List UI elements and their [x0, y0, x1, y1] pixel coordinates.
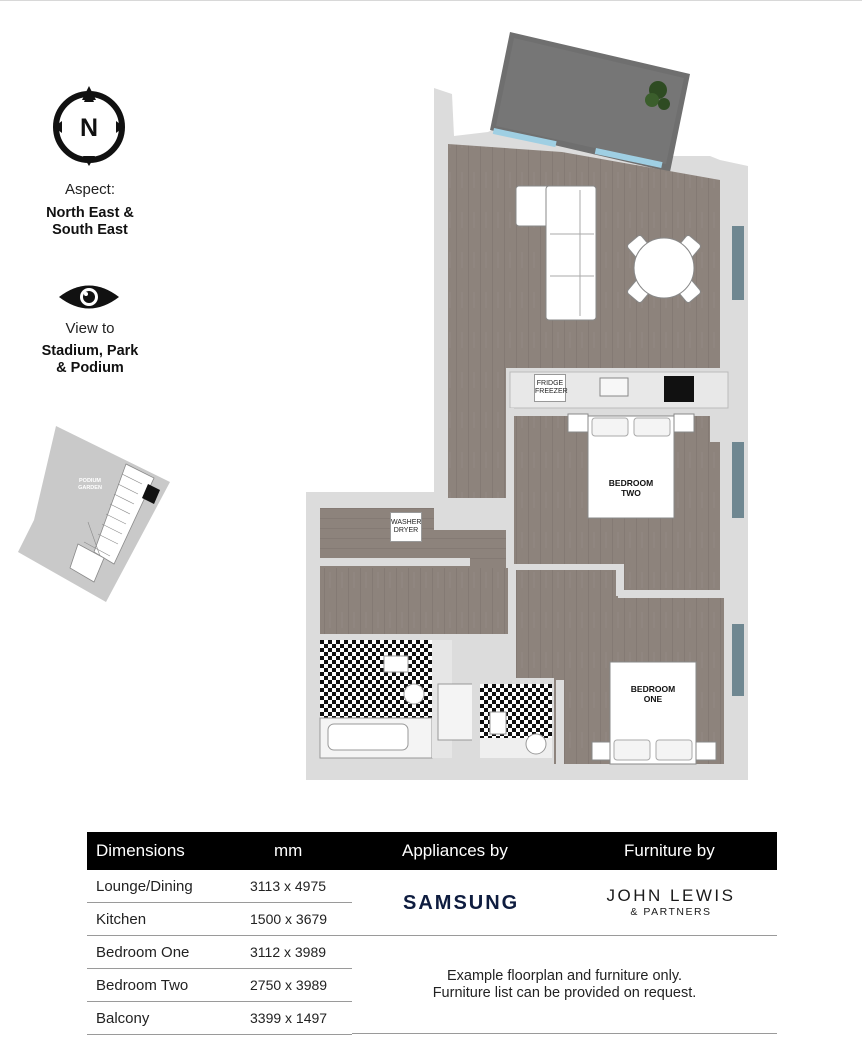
compass-letter: N — [80, 114, 98, 142]
aspect-label: Aspect: — [64, 181, 116, 198]
bed-two-icon — [567, 413, 695, 519]
key-plan-map: PODIUM GARDEN — [18, 426, 170, 602]
basin-icon — [403, 683, 425, 705]
furniture-note: Example floorplan and furniture only. Fu… — [432, 968, 697, 1001]
fridge-freezer-label: FRIDGE FREEZER — [534, 374, 568, 402]
north-compass-icon: N — [53, 86, 125, 166]
keyplan-label-2: GARDEN — [78, 485, 102, 491]
spec-table: Dimensions mm Appliances by Furniture by… — [87, 832, 777, 1035]
aspect-value-1: North East & — [46, 205, 134, 221]
row-dimension: 3113 x 4975 — [250, 878, 327, 894]
divider — [352, 1033, 777, 1034]
john-lewis-logo: JOHN LEWIS & PARTNERS — [606, 886, 736, 918]
table-row: Kitchen 1500 x 3679 — [87, 903, 352, 936]
dining-table-icon — [627, 235, 701, 303]
aspect-block: Aspect: North East & South East — [20, 181, 160, 239]
row-room: Bedroom Two — [96, 977, 189, 994]
wc-icon — [383, 655, 409, 673]
plant-icon — [645, 81, 670, 110]
floor-plan-drawing — [306, 32, 748, 780]
row-dimension: 1500 x 3679 — [250, 911, 328, 927]
header-mm: mm — [274, 841, 303, 860]
wc-2-icon — [489, 711, 507, 735]
bedroom-two-label: BEDROOM TWO — [608, 478, 654, 498]
table-header: Dimensions mm Appliances by Furniture by — [87, 832, 777, 870]
bath-icon — [327, 723, 409, 751]
row-dimension: 2750 x 3989 — [250, 977, 328, 993]
sofa-icon — [515, 185, 597, 321]
bed-one-icon — [591, 661, 717, 765]
washer-dryer-label: WASHER DRYER — [390, 512, 422, 542]
top-border — [0, 0, 862, 1]
row-room: Kitchen — [96, 911, 147, 928]
view-label: View to — [65, 320, 115, 337]
divider — [352, 935, 777, 936]
view-value-2: & Podium — [56, 360, 124, 376]
row-room: Bedroom One — [96, 944, 190, 961]
table-row: Lounge/Dining 3113 x 4975 — [87, 870, 352, 903]
row-dimension: 3399 x 1497 — [250, 1010, 328, 1026]
bedroom-one-label: BEDROOM ONE — [630, 684, 676, 704]
header-appliances: Appliances by — [402, 841, 508, 860]
header-furniture: Furniture by — [624, 841, 715, 860]
header-dimensions: Dimensions — [96, 841, 185, 860]
eye-icon — [59, 285, 119, 309]
row-dimension: 3112 x 3989 — [250, 944, 327, 960]
basin-2-icon — [525, 733, 547, 755]
shower-icon — [437, 683, 479, 741]
table-row: Bedroom Two 2750 x 3989 — [87, 969, 352, 1002]
row-room: Lounge/Dining — [96, 878, 193, 895]
samsung-logo: SAMSUNG — [403, 892, 520, 914]
keyplan-label-1: PODIUM — [79, 478, 101, 484]
view-block: View to Stadium, Park & Podium — [20, 320, 160, 377]
hob-icon — [664, 376, 694, 402]
table-row: Bedroom One 3112 x 3989 — [87, 936, 352, 969]
sink-icon — [599, 377, 629, 397]
floor-plan: BEDROOM TWO BEDROOM ONE FRIDGE FREEZER W… — [300, 28, 760, 780]
view-value-1: Stadium, Park — [41, 343, 139, 359]
table-row: Balcony 3399 x 1497 — [87, 1002, 352, 1035]
row-room: Balcony — [96, 1010, 150, 1027]
aspect-value-2: South East — [52, 222, 128, 238]
